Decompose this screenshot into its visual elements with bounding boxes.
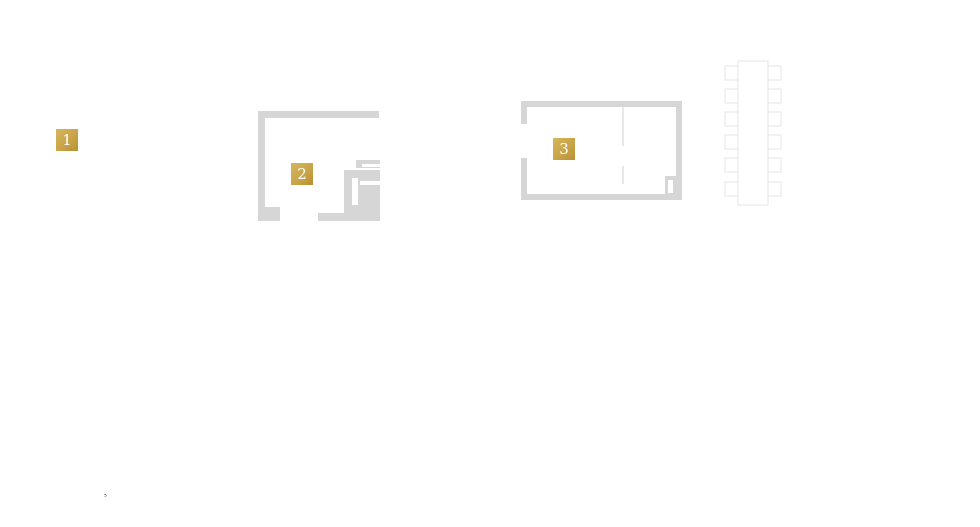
wall-cutout — [352, 178, 358, 205]
chair-left — [724, 134, 739, 150]
wall-segment — [258, 207, 280, 221]
chair-left — [724, 181, 739, 197]
room-3-badge: 3 — [553, 138, 575, 160]
room-1-badge: 1 — [56, 129, 78, 151]
chair-left — [724, 157, 739, 173]
page-mark: ⁵ — [104, 493, 107, 501]
room-3-walls — [521, 101, 682, 200]
wall-cutout — [362, 164, 380, 167]
wall-segment — [258, 111, 265, 221]
chair-left — [724, 88, 739, 104]
conference-table-group — [724, 60, 782, 206]
wall-segment — [521, 194, 682, 200]
chair-right — [767, 111, 782, 127]
wall-segment — [521, 101, 527, 124]
wall-segment — [521, 101, 682, 107]
conference-table — [737, 60, 769, 206]
wall-segment — [676, 101, 682, 200]
chair-right — [767, 157, 782, 173]
wall-cutout — [360, 181, 380, 185]
chair-left — [724, 65, 739, 81]
chair-right — [767, 65, 782, 81]
chair-right — [767, 181, 782, 197]
chair-left — [724, 111, 739, 127]
wall-segment — [344, 170, 380, 221]
room-2-wall-cutouts — [352, 164, 380, 205]
room-2-badge: 2 — [291, 163, 313, 185]
room-3-door-gap — [668, 180, 673, 193]
wall-segment — [258, 111, 379, 118]
chair-right — [767, 88, 782, 104]
wall-segment — [521, 158, 527, 200]
chair-right — [767, 134, 782, 150]
room-2-walls — [258, 111, 380, 221]
